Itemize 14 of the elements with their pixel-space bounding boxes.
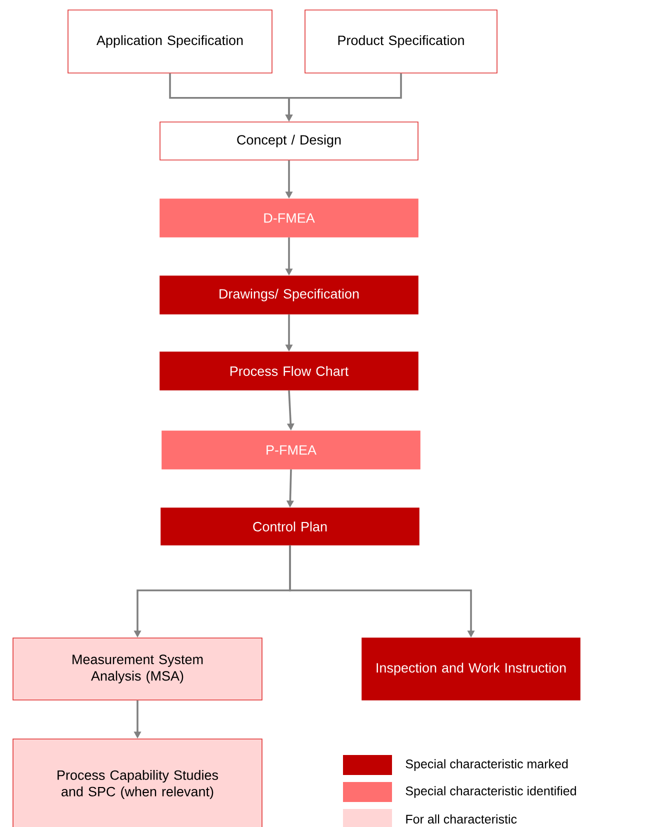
process-box: Concept / Design: [160, 122, 418, 160]
process-box: Process Capability Studies and SPC (when relevant): [12, 738, 262, 827]
process-box: Control Plan: [160, 508, 420, 546]
process-box: Measurement System Analysis (MSA): [12, 638, 262, 700]
legend-label: For all characteristic: [406, 814, 517, 824]
legend-label: Special characteristic marked: [406, 759, 568, 771]
process-box: Product Specification: [304, 10, 498, 74]
legend-label: Special characteristic identified: [406, 786, 576, 798]
process-box: Application Specification: [68, 10, 272, 74]
process-box: Process Flow Chart: [160, 352, 418, 390]
process-box: P-FMEA: [162, 430, 420, 470]
process-box: Inspection and Work Instruction: [362, 638, 580, 700]
process-box: D-FMEA: [160, 198, 418, 238]
process-box: Drawings/ Specification: [160, 276, 418, 314]
